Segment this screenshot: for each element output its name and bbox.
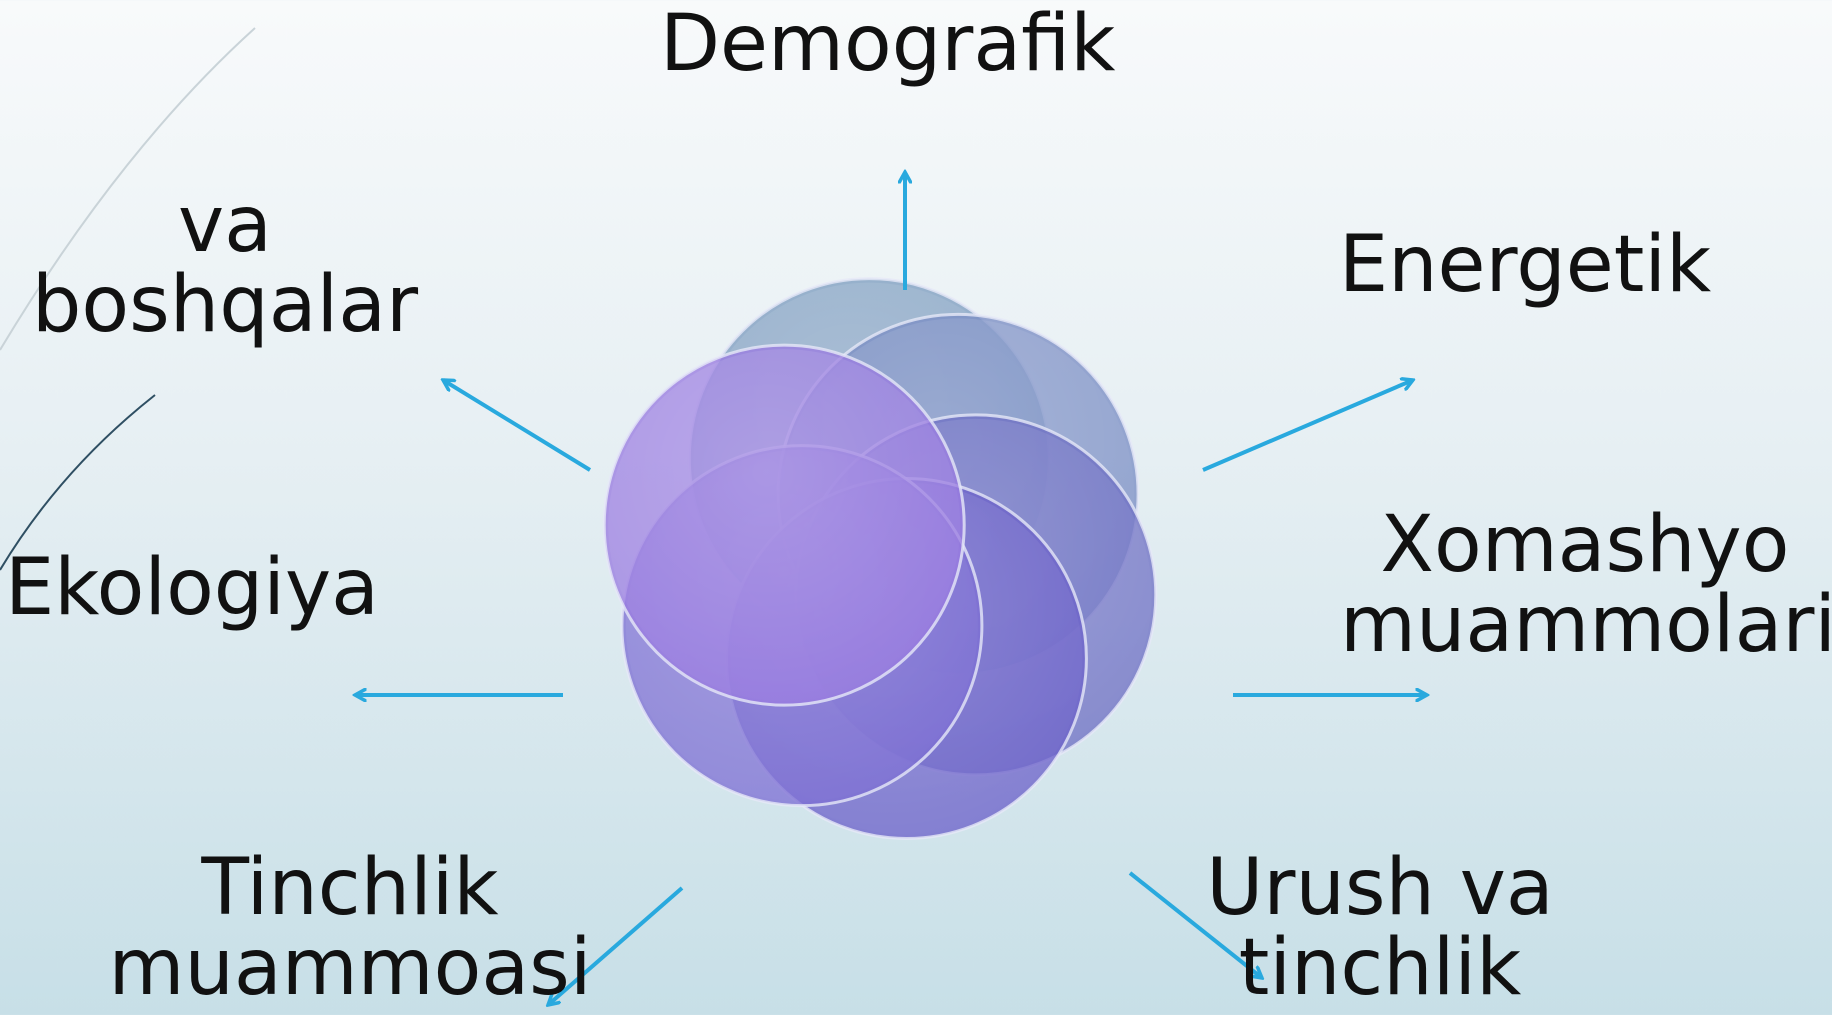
arrow-top-right xyxy=(1202,380,1413,472)
label-va-boshqalar: va boshqalar xyxy=(31,180,419,350)
arrow-bottom-left xyxy=(548,886,684,1005)
circle-upper-left-highlight xyxy=(608,349,961,702)
decor-arc-light xyxy=(0,27,256,351)
arrow-top-left xyxy=(443,380,592,472)
arrow-bottom-right xyxy=(1128,871,1262,978)
decor-arc-dark xyxy=(0,394,156,571)
label-xomashyo-muammolari: Xomashyo muammolari xyxy=(1340,500,1832,670)
label-energetik: Energetik xyxy=(1338,220,1712,310)
overlapping-circles xyxy=(602,277,1158,840)
label-ekologiya: Ekologiya xyxy=(5,543,379,633)
label-demografik: Demografik xyxy=(660,0,1116,89)
label-urush-va-tinchlik: Urush va tinchlik xyxy=(1206,843,1554,1013)
label-tinchlik-muammoasi: Tinchlik muammoasi xyxy=(108,843,592,1013)
